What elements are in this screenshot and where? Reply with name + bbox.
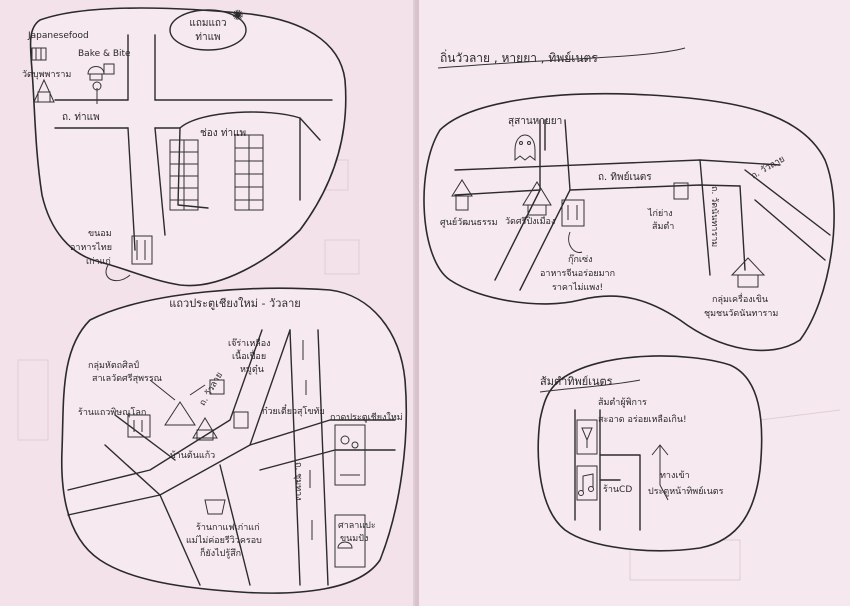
restaurant-fork-icon [127,414,151,438]
label-shop-wonderworld: ร้านแถวพิษณุโลก [78,407,146,418]
label-bake-bite: Bake & Bite [78,49,131,59]
moat-road-curve [179,111,321,141]
label-coffee-line1: ร้านกาแฟเก่าแก่ [196,522,260,533]
fork-spoon-icon [131,235,153,265]
right-top-map-title: ถิ่นวัวลาย , หายยา , ทิพย์เนตร [440,49,598,65]
label-duck-soup-line3: ราคาไม่แพง! [552,282,603,293]
left-bottom-map-outline [60,287,408,594]
label-entrance-line2: ประตูหน้าทิพย์เนตร [648,485,724,497]
right-bottom-map-outline [537,355,763,552]
dessert-pointer-arrow [105,264,131,282]
market-building-icon [334,424,366,486]
coffee-cup-icon [204,499,226,515]
cultural-center-icon [451,179,473,211]
road-wualai-east [67,329,291,516]
duck-soup-pointer [568,231,583,254]
label-duck-soup-line2: อาหารจีนอร่อยมาก [540,268,615,279]
temple-icon [33,78,55,103]
label-coffee-line3: ก็ยังไปรู้สึก [200,546,241,559]
grilled-chicken-icon [673,182,689,200]
right-bottom-map-title: ส้มตำทิพย์เนตร [540,375,613,388]
label-ghost-place: สุสานหายยา [508,116,562,127]
label-chiangmai-gate-market: กาดประตูเชียงใหม่ [330,412,403,423]
right-top-map-outline [423,93,835,352]
label-japanese-food: Japanesefood [27,31,89,41]
silver-pointer-arrow [149,379,206,401]
house-icon [192,417,218,441]
road-north-branch [127,34,156,101]
label-grilled-chicken-line1: ไก่ย่าง [647,208,673,219]
sun-doodle-icon: ✺ [232,8,244,24]
temple-pavilion-icon [522,181,552,216]
road-south-branch [127,127,166,251]
road-south-branch-left [159,464,251,586]
left-top-map: แถมแถว ท่าแพ ✺ Japanesefood Bake & Bite … [22,7,347,287]
left-bottom-map: แถวประตูเชียงใหม่ - วัวลาย [60,287,408,594]
entrance-arrow-icon [651,444,669,501]
thapae-badge-line1: แถมแถว [189,18,226,29]
thapae-badge-outline [169,9,247,51]
thapae-badge-line2: ท่าแพ [195,32,220,43]
bottom-title-underline [539,379,641,393]
left-top-map-outline [29,7,347,287]
label-silver-group-line2: สาเลวัดศรีสุพรรณ [92,373,162,384]
road-entrance-lane [599,454,641,531]
label-dessert-line3: เก่าแก่ [86,257,111,267]
silver-workshop-icon [164,401,196,426]
label-dessert-line1: ขนอม [88,229,112,239]
label-house-ton-kaew: บ้านต้นแก้ว [170,450,215,461]
road-center-dashes [302,340,313,540]
road-vertical-alley [574,409,601,531]
road-north-haiya [539,119,571,191]
music-note-icon [576,465,598,501]
label-silver-group-line1: กลุ่มหัตถศิลป์ [88,359,139,371]
road-nantharam [699,159,746,276]
label-bakery-line2: ขนมปัง [340,534,368,544]
right-bottom-map: ส้มตำทิพย์เนตร ส้มตำผู้พิการ สะอาด อร่อย… [537,355,763,552]
label-somtam-line2: สะอาด อร่อยเหลือเกิน! [598,414,687,425]
restaurant-fork-icon [561,199,585,227]
right-top-map: ถิ่นวัวลาย , หายยา , ทิพย์เนตร [423,47,835,352]
label-lacquer-line2: ชุมชนวัดนันทาราม [704,309,778,319]
ghost-icon [514,134,536,162]
japanese-food-icon [31,47,47,61]
thapae-gate-icon [169,134,264,211]
label-road-nantharam: ถ. วัดนันทาราม [709,186,719,247]
label-dessert-line2: อาหารไทย [70,242,112,253]
label-gate: ช่อง ท่าแพ [200,128,246,139]
label-entrance-line1: ทางเข้า [660,470,690,481]
noodle-shop-icon [209,379,249,429]
label-temple: วัดบุพพาราม [22,70,71,80]
road-south-vertical [289,329,329,586]
label-noodle-line3: หมูตุ๋น [240,364,264,375]
title-underline-vine [437,47,686,69]
left-bottom-map-title: แถวประตูเชียงใหม่ - วัวลาย [169,297,300,310]
somtam-shop-icon [576,419,598,455]
bakery-building-icon [334,514,366,568]
label-road-south: ถ. ชุมทาง [293,462,303,501]
label-bakery-line1: ศาลาแปะ [338,521,376,531]
label-cd-shop: ร้านCD [603,484,632,495]
cup-icon [103,63,115,75]
label-grilled-chicken-line2: ส้มตำ [652,221,674,232]
label-noodle-line2: เนื้อเปื่อย [232,349,266,362]
label-noodle-line1: เจ๊ร่าเหลือง [228,338,271,349]
label-wat-muen-ruang: วัดศรีปิงเมือง [505,216,555,227]
lacquer-house-icon [730,257,766,288]
label-somtam-line1: ส้มตำผู้พิการ [598,397,647,408]
label-chiangmai-gate-noodle: ก๋วยเตี๋ยวสุโขทัย [262,404,325,417]
label-duck-soup-line1: กุ๊กเซ่ง [568,254,592,265]
label-dharma-center: ศูนย์วัฒนธรรม [440,216,498,228]
label-road-thipnet: ถ. ทิพย์เนตร [598,171,652,183]
label-lacquer-line1: กลุ่มเครื่องเขิน [712,292,768,305]
label-coffee-line2: แม่ไม่ค่อยรีวิวครอบ [186,535,262,546]
road-wualai-diagonal [744,169,831,261]
road-wualai-west [67,329,263,491]
label-road-thapae: ถ. ท่าแพ [62,112,100,123]
